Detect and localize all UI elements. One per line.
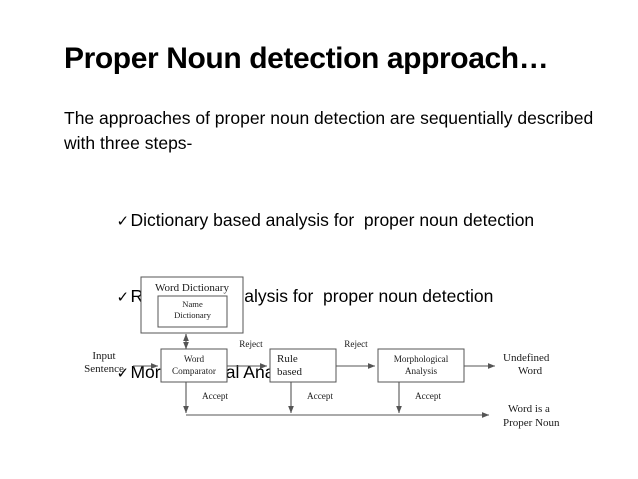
box-morphological-analysis-label-line2: Analysis bbox=[405, 366, 438, 376]
proper-noun-detection-flowchart: Word Dictionary Name Dictionary Input Se… bbox=[0, 262, 638, 472]
box-name-dictionary bbox=[157, 295, 228, 328]
checkmark-icon: ✓ bbox=[116, 289, 130, 306]
edge-label-accept-1: Accept bbox=[202, 391, 228, 401]
box-name-dictionary-label-line2: Dictionary bbox=[174, 310, 211, 320]
box-word-dictionary-label: Word Dictionary bbox=[155, 282, 229, 294]
list-item-label: Dictionary based analysis for proper nou… bbox=[130, 210, 535, 230]
edge-label-accept-3: Accept bbox=[415, 391, 441, 401]
edge-label-accept-2: Accept bbox=[307, 391, 333, 401]
list-item: ✓Dictionary based analysis for proper no… bbox=[97, 183, 617, 259]
box-word-comparator-label-line2: Comparator bbox=[172, 366, 216, 376]
label-proper-noun-line1: Word is a bbox=[508, 403, 550, 415]
label-undefined-word-line1: Undefined bbox=[503, 352, 550, 364]
label-proper-noun-line2: Proper Noun bbox=[503, 417, 560, 429]
page-title: Proper Noun detection approach… bbox=[64, 42, 549, 75]
checkmark-icon: ✓ bbox=[116, 213, 130, 230]
label-input-sentence-line1: Input bbox=[92, 350, 115, 362]
box-word-comparator-label-line1: Word bbox=[184, 354, 205, 364]
box-name-dictionary-label-line1: Name bbox=[182, 299, 203, 309]
edge-label-reject-2: Reject bbox=[344, 339, 368, 349]
checkmark-icon: ✓ bbox=[116, 365, 130, 382]
box-morphological-analysis bbox=[377, 348, 465, 383]
edge-label-reject-1: Reject bbox=[239, 339, 263, 349]
box-rule-based-label-line2: based bbox=[277, 366, 303, 378]
box-word-comparator bbox=[160, 348, 228, 383]
label-undefined-word-line2: Word bbox=[518, 365, 543, 377]
box-morphological-analysis-label-line1: Morphological bbox=[394, 354, 449, 364]
label-input-sentence-line2: Sentence bbox=[84, 363, 124, 375]
box-rule-based-label-line1: Rule bbox=[277, 353, 298, 365]
intro-paragraph: The approaches of proper noun detection … bbox=[64, 108, 603, 153]
